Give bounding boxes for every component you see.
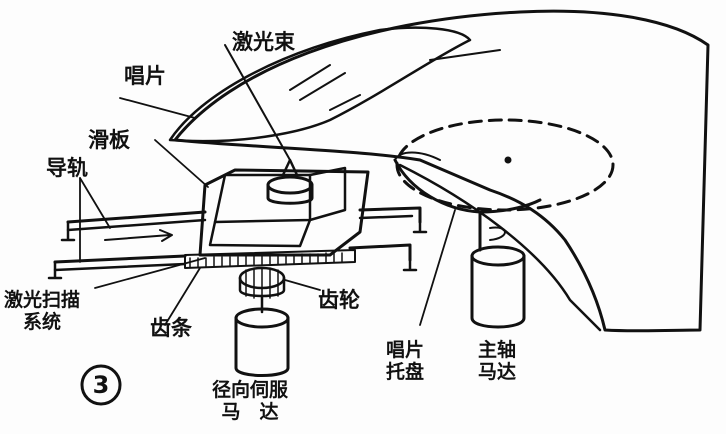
guide-rail-lower xyxy=(53,243,412,264)
figure-number-circle xyxy=(80,364,122,406)
label-spindle-motor-line1: 主轴 xyxy=(478,339,517,361)
label-disc: 唱片 xyxy=(124,64,166,88)
disc-shape xyxy=(168,26,472,143)
label-disc-tray: 唱片 托盘 xyxy=(386,339,425,384)
label-radial-servo-motor: 径向伺服 马 达 xyxy=(212,379,289,424)
figure-number: 3 xyxy=(92,371,110,399)
label-laser-scan-system-line1: 激光扫描 xyxy=(4,289,81,311)
label-spindle-motor-line2: 马达 xyxy=(478,360,517,383)
laser-beam xyxy=(224,44,291,161)
spindle-motor-body xyxy=(470,254,526,329)
label-laser-beam: 激光束 xyxy=(232,30,295,54)
housing-outline xyxy=(173,9,710,333)
label-disc-tray-line1: 唱片 xyxy=(386,339,425,361)
label-disc-tray-line2: 托盘 xyxy=(386,360,425,383)
label-rack: 齿条 xyxy=(150,316,192,340)
slider-plate xyxy=(198,168,370,257)
label-radial-servo-motor-line2: 马 达 xyxy=(221,400,279,423)
label-guide-rail: 导轨 xyxy=(46,156,88,180)
label-laser-scan-system: 激光扫描 系统 xyxy=(4,289,81,334)
label-radial-servo-motor-line1: 径向伺服 xyxy=(212,379,289,401)
radial-servo-motor-body xyxy=(234,316,290,377)
disc-tray xyxy=(393,158,542,214)
label-spindle-motor: 主轴 马达 xyxy=(478,339,517,384)
label-laser-scan-system-line2: 系统 xyxy=(23,310,62,333)
label-slider: 滑板 xyxy=(88,128,130,152)
label-gear: 齿轮 xyxy=(318,288,360,312)
guide-rail-upper xyxy=(66,206,422,224)
